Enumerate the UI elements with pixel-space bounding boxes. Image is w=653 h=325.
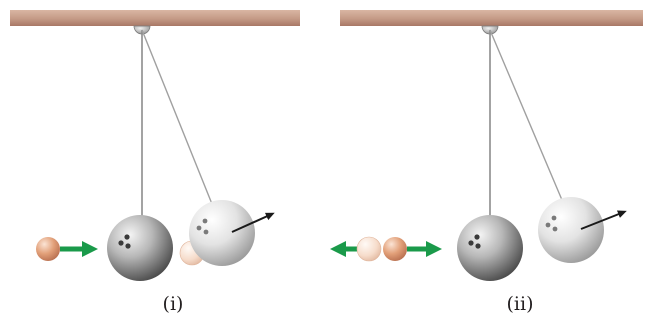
bowling-ball-icon: [189, 200, 255, 266]
panel-label: (ii): [507, 293, 534, 315]
panel-ii: (ii): [330, 10, 643, 315]
panel-i: (i): [10, 10, 300, 315]
ceiling-bar: [340, 10, 643, 26]
ceiling-bar: [10, 10, 300, 26]
small-ball-icon: [357, 237, 381, 261]
bowling-ball-icon: [107, 215, 173, 281]
velocity-arrow-icon: [407, 241, 442, 257]
velocity-arrow-icon: [330, 241, 358, 257]
bowling-ball-icon: [457, 215, 523, 281]
panel-label: (i): [163, 293, 184, 315]
bowling-ball-icon: [538, 197, 604, 263]
small-ball-icon: [383, 237, 407, 261]
pendulum-string-swung: [490, 30, 562, 200]
velocity-arrow-icon: [60, 241, 98, 257]
pendulum-string-swung: [142, 30, 212, 204]
small-ball-icon: [36, 237, 60, 261]
